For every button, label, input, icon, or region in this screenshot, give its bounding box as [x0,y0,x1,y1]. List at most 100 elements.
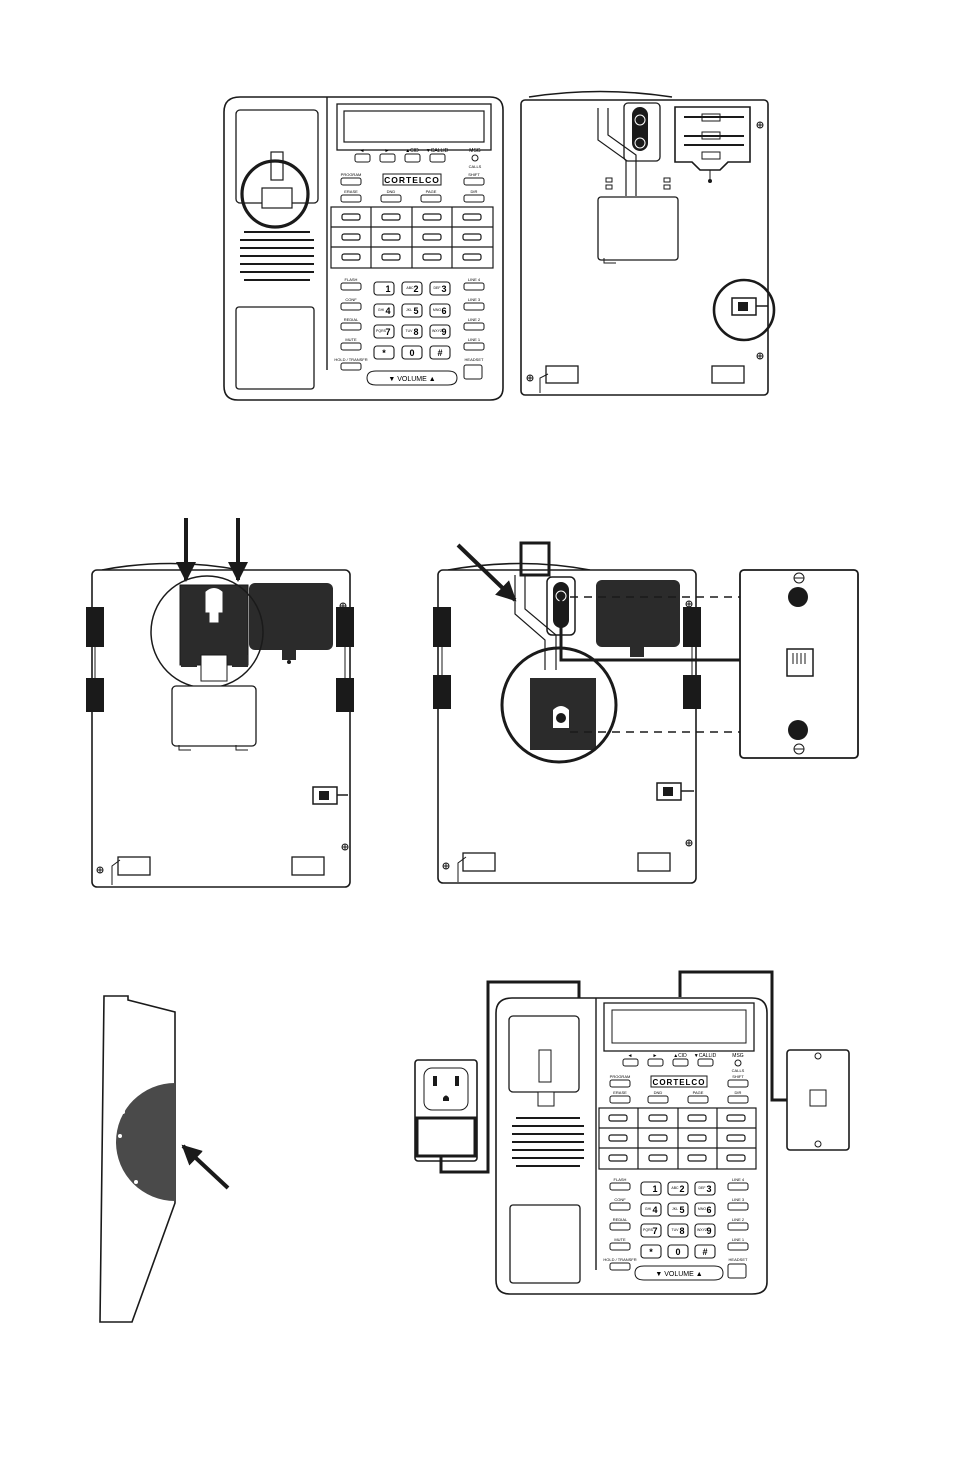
key-callid-label: ▼CALLID [426,148,449,154]
dial-key-2: 2 [413,284,418,294]
power-adapter [415,1116,477,1158]
key-program-label: PROGRAM [610,1074,631,1079]
dial-key-2: 2 [679,1184,684,1194]
key-line2-label: LINE 2 [732,1217,745,1222]
key-line1-label: LINE 1 [732,1237,745,1242]
key-headset-label: HEADSET [729,1257,748,1262]
wall-stud-icon [788,587,808,607]
figure-phone-front-hook: ◄ ► ▲CID ▼CALLID MSG CALLS CORTELCO PROG… [223,96,504,401]
dial-letters-5: JKL [672,1207,678,1211]
dial-key-6: 6 [706,1205,711,1215]
key-shift-label: SHIFT [468,172,480,177]
dial-key-0: 0 [409,348,414,358]
speaker-grille [512,1117,584,1167]
dial-letters-7: PQRS [376,329,387,333]
dial-key-star: * [649,1247,653,1257]
dial-key-hash: # [437,348,442,358]
dial-key-7: 7 [385,327,390,337]
dial-letters-4: GHI [645,1207,651,1211]
dialpad [373,281,451,360]
diagonal-arrow-icon [456,543,517,602]
key-flash-label: FLASH [614,1177,627,1182]
key-conf-label: CONF [345,297,357,302]
key-dir-label: DIR [471,189,478,194]
dial-letters-6: MNO [433,308,441,312]
dial-letters-4: GHI [378,308,384,312]
dial-key-3: 3 [441,284,446,294]
key-line1-label: LINE 1 [468,337,481,342]
key-calls-label: CALLS [469,164,482,169]
key-line3-label: LINE 3 [732,1197,745,1202]
key-line2-label: LINE 2 [468,317,481,322]
key-conf-label: CONF [614,1197,626,1202]
key-flash-label: FLASH [345,277,358,282]
bracket-highlight-circle [500,646,618,764]
key-mute-label: MUTE [345,337,357,342]
key-cid-label: ▲CID [673,1053,687,1059]
key-hold-label: HOLD / TRANSFR [334,357,367,362]
key-erase-label: ERASE [613,1090,627,1095]
wall-jack-icon [786,648,814,677]
key-msg-label: MSG [469,148,481,154]
dial-key-hash: # [702,1247,707,1257]
display-keys [354,153,479,163]
dial-key-4: 4 [652,1205,657,1215]
figure-wall-plate-mounting [433,541,859,884]
volume-label: ▼ VOLUME ▲ [388,376,435,383]
dialpad [640,1181,716,1259]
figure-phone-back-jack [520,90,776,396]
key-hold-label: HOLD / TRANSFR [603,1257,636,1262]
key-right-label: ► [385,148,390,154]
key-dir-label: DIR [735,1090,742,1095]
key-redial-label: REDIAL [344,317,359,322]
dial-letters-7: PQRS [643,1228,654,1232]
screw-icons [526,121,764,382]
dial-key-6: 6 [441,306,446,316]
key-right-label: ► [653,1053,658,1059]
dial-letters-2: ABC [406,286,414,290]
key-calls-label: CALLS [732,1068,745,1073]
dial-letters-3: DEF [699,1186,706,1190]
key-line4-label: LINE 4 [468,277,481,282]
dial-key-0: 0 [675,1247,680,1257]
brand-logo: CORTELCO [384,175,440,185]
dial-letters-9: WXYZ [697,1228,708,1232]
key-cid-label: ▲CID [405,148,419,154]
figure-side-angle [99,995,230,1323]
dial-key-4: 4 [385,306,390,316]
dial-key-9: 9 [706,1226,711,1236]
dial-letters-5: JKL [406,308,412,312]
wall-jack-icon [809,1089,827,1107]
dial-key-8: 8 [413,327,418,337]
key-line4-label: LINE 4 [732,1177,745,1182]
dial-letters-8: TUV [672,1228,680,1232]
dial-key-star: * [382,348,386,358]
key-mute-label: MUTE [614,1237,626,1242]
dial-letters-2: ABC [671,1186,679,1190]
figure-final-connection: ◄ ► ▲CID ▼CALLID MSG CALLS CORTELCO PROG… [414,970,850,1295]
key-program-label: PROGRAM [341,172,362,177]
dial-letters-6: MNO [698,1207,706,1211]
dial-key-5: 5 [679,1205,684,1215]
key-left-label: ◄ [628,1053,633,1059]
dial-key-5: 5 [413,306,418,316]
key-page-label: PAGE [426,189,437,194]
volume-label: ▼ VOLUME ▲ [655,1271,702,1278]
dial-key-7: 7 [652,1226,657,1236]
dial-key-9: 9 [441,327,446,337]
diagonal-arrow-icon [181,1144,230,1190]
key-erase-label: ERASE [344,189,358,194]
wall-stud-icon [788,720,808,740]
key-line3-label: LINE 3 [468,297,481,302]
key-redial-label: REDIAL [613,1217,628,1222]
line-jack-highlight-circle [712,278,776,342]
dial-letters-9: WXYZ [432,329,443,333]
dial-key-3: 3 [706,1184,711,1194]
dial-letters-8: TUV [406,329,414,333]
hook-highlight-circle [240,159,310,229]
speaker-grille [240,231,314,281]
key-dnd-label: DND [387,189,396,194]
key-callid-label: ▼CALLID [694,1053,717,1059]
key-dnd-label: DND [654,1090,663,1095]
